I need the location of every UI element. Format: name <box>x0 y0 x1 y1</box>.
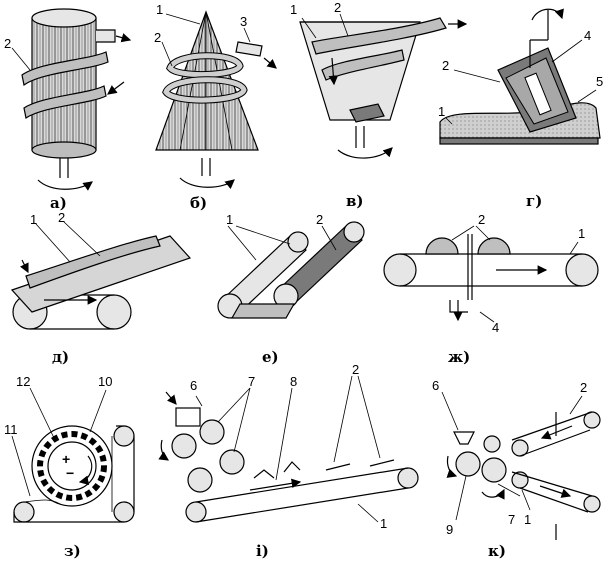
panel-k-press-conveyors: 6 2 9 7 1 к) <box>432 378 601 560</box>
panel-label-e: е) <box>262 348 279 366</box>
callout-i-1: 1 <box>380 516 387 531</box>
callout-z-11: 11 <box>4 422 18 437</box>
panel-label-z: з) <box>64 542 81 560</box>
callout-b-2: 2 <box>154 30 161 45</box>
callout-e-2: 2 <box>316 212 323 227</box>
callout-zh-4: 4 <box>492 320 499 335</box>
panel-b-cone-winding: 1 2 3 б) <box>154 2 277 212</box>
panel-a-drum-winding: 2 а) <box>4 8 132 212</box>
callout-v-2: 2 <box>334 0 341 15</box>
callout-g-5: 5 <box>596 74 603 89</box>
callout-b-1: 1 <box>156 2 163 17</box>
panel-e-inclined-conveyors: 1 2 е) <box>217 212 365 366</box>
callout-k-1: 1 <box>524 512 531 527</box>
panel-label-d: д) <box>52 348 69 366</box>
callout-i-2: 2 <box>352 362 359 377</box>
callout-k-6: 6 <box>432 378 439 393</box>
panel-label-a: а) <box>50 194 67 212</box>
callout-k-7: 7 <box>508 512 515 527</box>
callout-k-2: 2 <box>580 380 587 395</box>
callout-g-2: 2 <box>442 58 449 73</box>
panel-label-k: к) <box>488 542 506 560</box>
callout-d-1: 1 <box>30 212 37 227</box>
callout-d-2: 2 <box>58 210 65 225</box>
callout-zh-1: 1 <box>578 226 585 241</box>
panel-label-v: в) <box>346 192 364 210</box>
callout-b-3: 3 <box>240 14 247 29</box>
callout-zh-2: 2 <box>478 212 485 227</box>
panel-label-b: б) <box>190 194 207 212</box>
minus-sign: − <box>66 465 74 481</box>
callout-e-1: 1 <box>226 212 233 227</box>
callout-i-6: 6 <box>190 378 197 393</box>
callout-g-4: 4 <box>584 28 591 43</box>
callout-a-2: 2 <box>4 36 11 51</box>
panel-g-hopper-winding: 2 4 5 1 г) <box>438 8 603 210</box>
callout-i-7: 7 <box>248 374 255 389</box>
panel-d-twin-conveyor: 1 2 д) <box>10 210 192 366</box>
panel-i-roller-feed-conveyor: 6 7 8 2 1 і) <box>158 362 419 560</box>
panel-label-zh: ж) <box>448 348 470 366</box>
panel-v-bowl-winding: 1 2 в) <box>290 0 468 210</box>
plus-sign: + <box>62 451 70 467</box>
callout-z-10: 10 <box>98 374 112 389</box>
callout-z-12: 12 <box>16 374 30 389</box>
panel-label-g: г) <box>526 192 542 210</box>
callout-g-1: 1 <box>438 104 445 119</box>
callout-k-9: 9 <box>446 522 453 537</box>
panel-zh-belt-with-pads: 2 1 4 ж) <box>383 212 599 366</box>
panel-label-i: і) <box>256 542 269 560</box>
callout-v-1: 1 <box>290 2 297 17</box>
callout-i-8: 8 <box>290 374 297 389</box>
panel-z-drum-with-belt: + − 12 10 11 з) <box>4 374 135 560</box>
